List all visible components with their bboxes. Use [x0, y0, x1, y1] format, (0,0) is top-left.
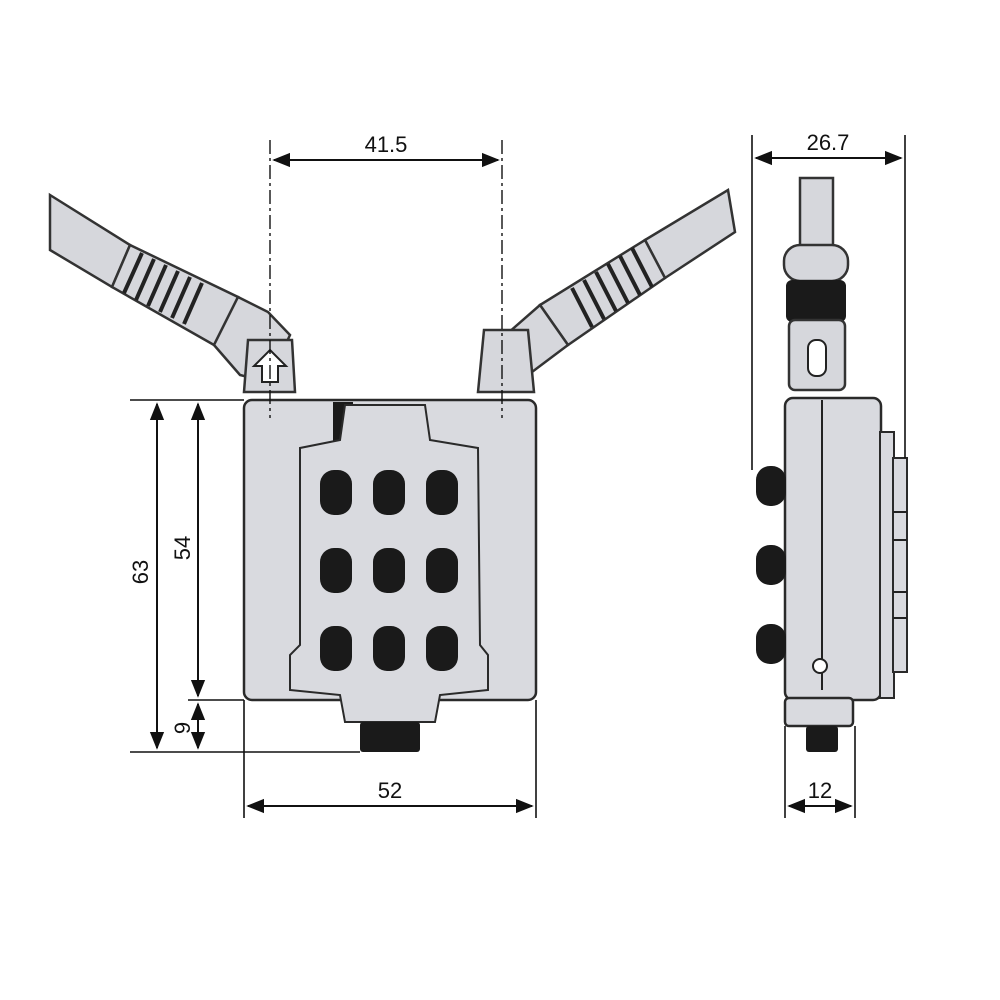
side-pin: [756, 545, 786, 585]
pin: [373, 548, 405, 593]
pin-grid: [320, 470, 458, 671]
front-view: 41.5 63 54 9 52: [48, 132, 737, 818]
side-base: [783, 696, 855, 728]
pin: [426, 626, 458, 671]
pin: [320, 548, 352, 593]
dim-label-bottom-offset: 9: [170, 722, 195, 734]
side-flange: [879, 431, 895, 699]
dim-label-body-height: 54: [170, 536, 195, 560]
pin: [373, 626, 405, 671]
pin: [320, 626, 352, 671]
pin: [426, 548, 458, 593]
left-cable-ribs: [122, 252, 204, 325]
side-bottom-connector: [806, 726, 838, 752]
dim-label-side-base: 12: [808, 778, 832, 803]
side-cable-collar: [786, 280, 846, 322]
dim-label-side-depth: 26.7: [807, 130, 850, 155]
side-view: 26.7 12: [751, 130, 908, 818]
left-cable: [48, 192, 297, 394]
right-cable-ribs: [570, 247, 654, 328]
bottom-connector: [360, 722, 420, 752]
right-cable: [476, 187, 737, 394]
dim-label-overall-height: 63: [128, 560, 153, 584]
side-body: [783, 396, 883, 702]
pin: [373, 470, 405, 515]
pin: [320, 470, 352, 515]
pin: [426, 470, 458, 515]
side-pin: [756, 624, 786, 664]
side-cable-bend: [782, 243, 850, 283]
side-flange-outer: [892, 457, 908, 673]
screw-icon: [812, 658, 828, 674]
side-pin: [756, 466, 786, 506]
dim-label-top-width: 41.5: [365, 132, 408, 157]
dim-label-body-width: 52: [378, 778, 402, 803]
